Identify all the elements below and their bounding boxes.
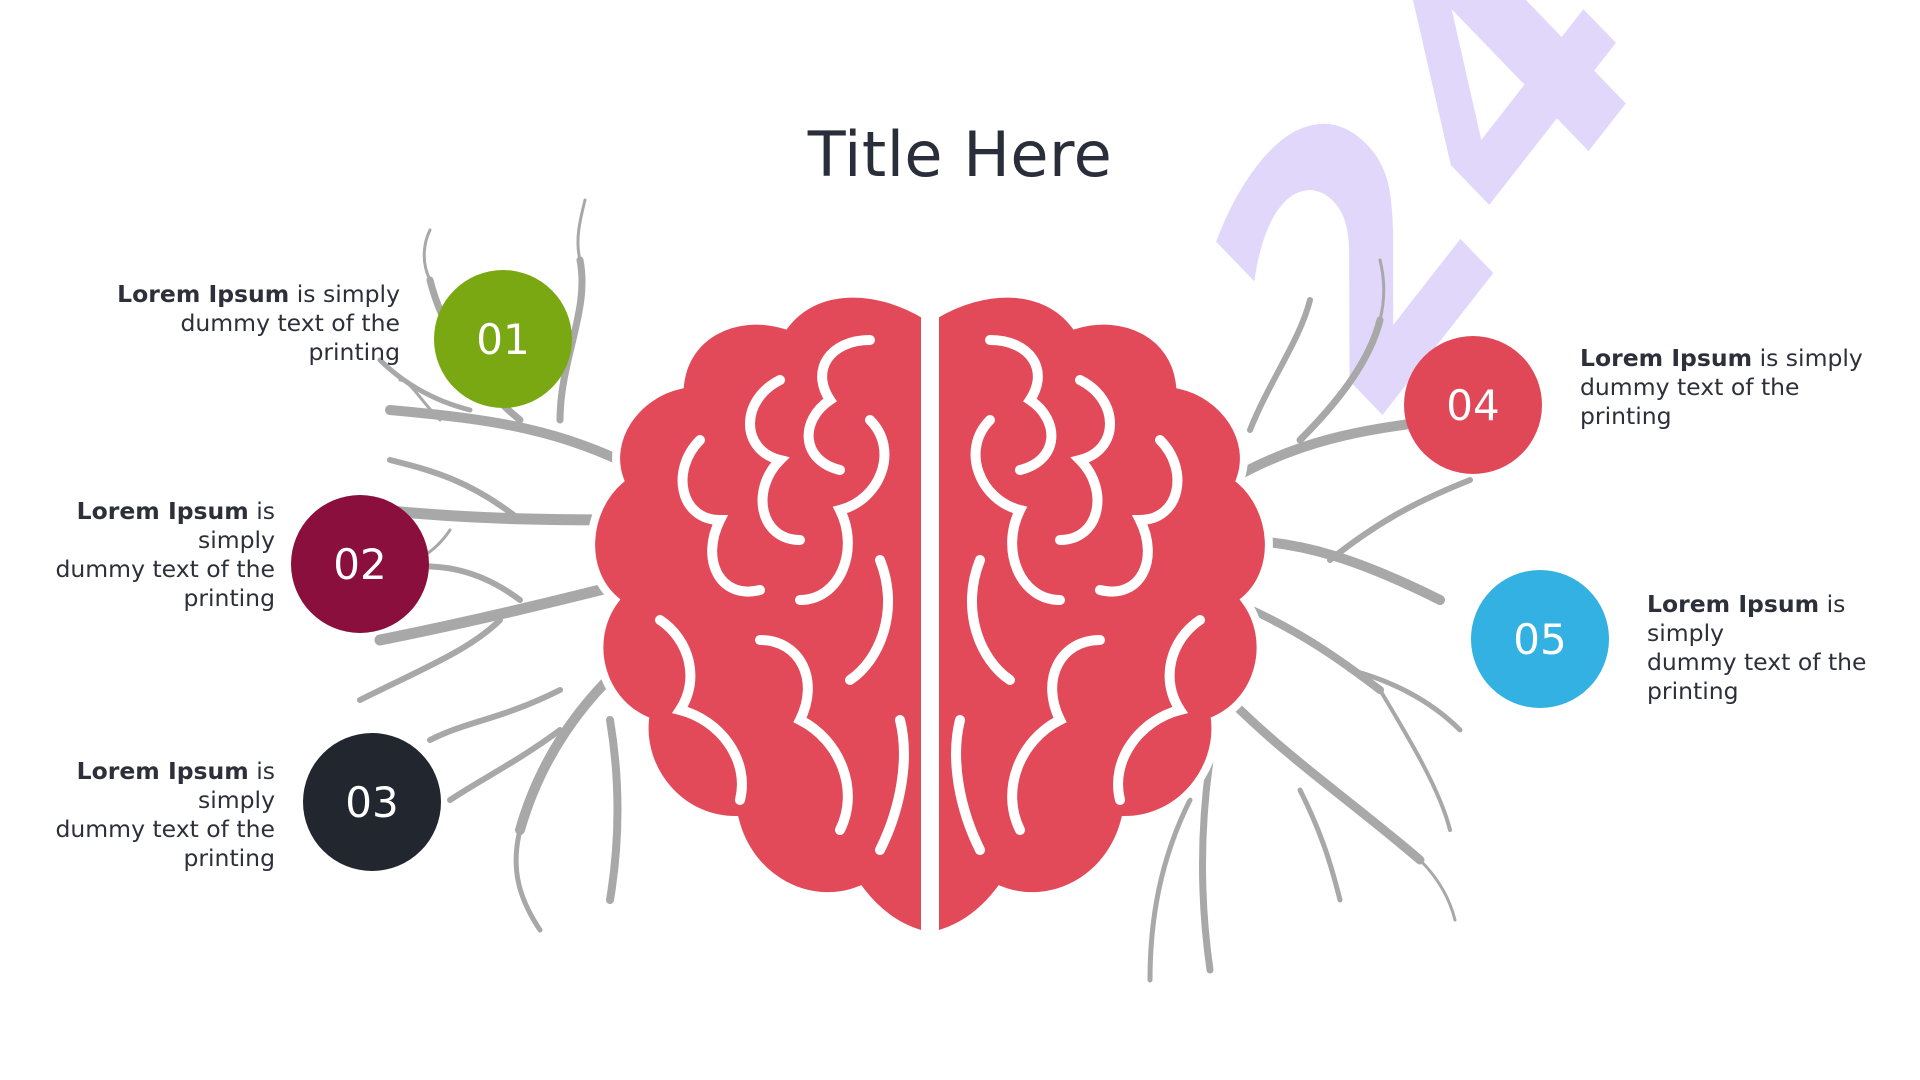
text-line: is simply <box>1647 590 1846 647</box>
text-line: is simply <box>1752 344 1863 372</box>
bold-label: Lorem Ipsum <box>117 280 290 308</box>
text-block-02: Lorem Ipsum is simply dummy text of the … <box>0 497 275 613</box>
text-line: dummy text of the <box>1580 373 1800 401</box>
text-line: is simply <box>197 497 275 554</box>
brain-graphic <box>587 289 1273 940</box>
text-line: printing <box>183 584 275 612</box>
text-block-03: Lorem Ipsum is simply dummy text of the … <box>0 757 275 873</box>
slide-title: Title Here <box>807 118 1113 191</box>
number-circle-05: 05 <box>1471 570 1609 708</box>
bold-label: Lorem Ipsum <box>1580 344 1753 372</box>
number-circle-01: 01 <box>434 270 572 408</box>
bold-label: Lorem Ipsum <box>76 497 249 525</box>
bold-label: Lorem Ipsum <box>1647 590 1820 618</box>
text-line: dummy text of the <box>55 815 275 843</box>
text-block-01: Lorem Ipsum is simply dummy text of the … <box>60 280 400 367</box>
number-label: 01 <box>476 314 530 364</box>
text-line: dummy text of the <box>55 555 275 583</box>
text-line: printing <box>183 844 275 872</box>
number-circle-03: 03 <box>303 733 441 871</box>
text-line: dummy text of the <box>1647 648 1867 676</box>
number-label: 02 <box>333 539 387 589</box>
text-line: printing <box>1580 402 1672 430</box>
text-line: dummy text of the <box>180 309 400 337</box>
text-line: printing <box>1647 677 1739 705</box>
text-block-04: Lorem Ipsum is simply dummy text of the … <box>1580 344 1900 431</box>
number-circle-02: 02 <box>291 495 429 633</box>
text-line: printing <box>308 338 400 366</box>
number-label: 05 <box>1513 614 1567 664</box>
text-line: is simply <box>197 757 275 814</box>
number-label: 04 <box>1446 380 1500 430</box>
bold-label: Lorem Ipsum <box>76 757 249 785</box>
number-circle-04: 04 <box>1404 336 1542 474</box>
number-label: 03 <box>345 777 399 827</box>
text-block-05: Lorem Ipsum is simply dummy text of the … <box>1647 590 1912 706</box>
brain-left-hemisphere <box>587 289 929 940</box>
brain-right-hemisphere <box>931 289 1273 940</box>
text-line: is simply <box>289 280 400 308</box>
